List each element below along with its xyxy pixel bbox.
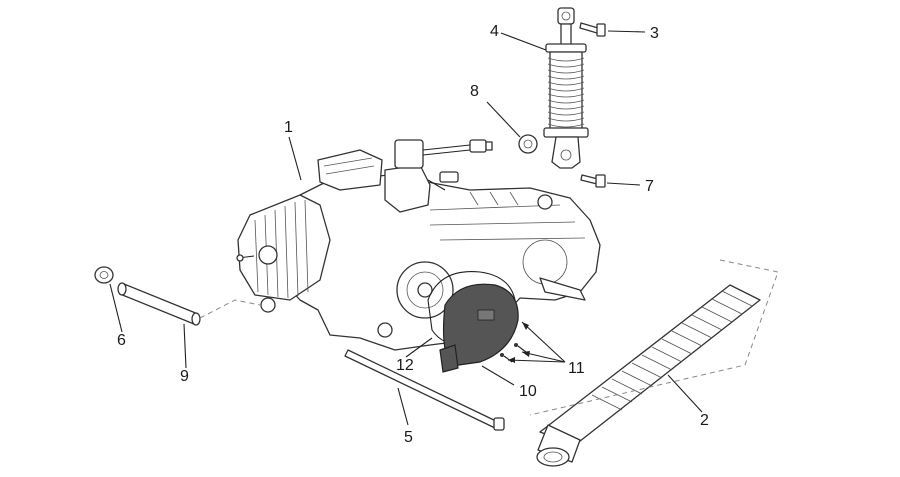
callout-5: 5: [404, 429, 413, 446]
assembly-dashed-lines: [199, 259, 779, 416]
callout-12: 12: [396, 357, 414, 374]
callout-3: 3: [650, 25, 659, 42]
long-bolt: [344, 349, 505, 431]
spacer-tube: [117, 282, 201, 326]
upper-bolt: [579, 22, 606, 37]
callout-6: 6: [117, 332, 126, 349]
lower-bolt: [580, 174, 606, 188]
small-bush: [94, 266, 114, 284]
callout-4: 4: [490, 23, 499, 40]
callout-11: 11: [568, 360, 585, 377]
engine-assembly: [236, 139, 601, 351]
callout-2: 2: [700, 412, 709, 429]
callout-1: 1: [284, 119, 293, 136]
callout-10: 10: [519, 383, 537, 400]
callout-8: 8: [470, 83, 479, 100]
cover: [439, 283, 519, 373]
callout-7: 7: [645, 178, 654, 195]
callout-9: 9: [180, 368, 189, 385]
bush: [518, 134, 538, 154]
shock-absorber: [543, 7, 589, 169]
leader-lines: [109, 30, 703, 426]
callout-labels: 1 2 3 4 5 6 7 8 9 10 11 12: [117, 23, 709, 446]
air-duct: [536, 284, 761, 467]
